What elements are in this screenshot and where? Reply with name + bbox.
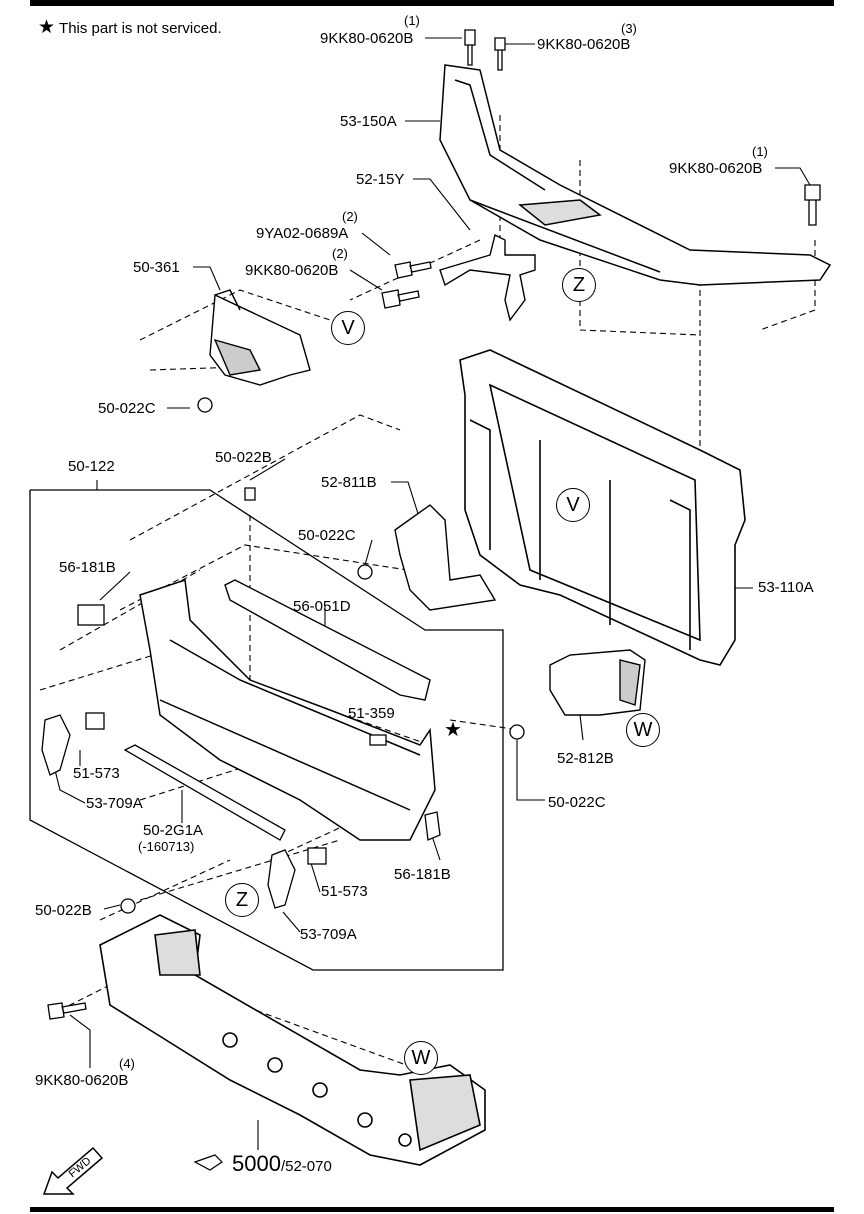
callout-w: W [404,1041,438,1075]
part-label[interactable]: 52-812B [557,750,614,767]
clip-56-181b-left [77,604,105,626]
pad-53-709a-right [267,849,296,909]
callout-z: Z [562,268,596,302]
fasteners [47,29,821,1020]
part-label[interactable]: 50-122 [68,458,115,475]
part-label[interactable]: 9KK80-0620B [320,30,414,47]
clip-56-181b-right [424,811,441,841]
bumper-absorber-50-122 [139,578,436,841]
part-label[interactable]: 52-811B [321,474,377,491]
part-label[interactable]: 53-709A [300,926,357,943]
air-guide-50-361 [209,289,311,386]
part-note: (-160713) [138,839,195,854]
part-label[interactable]: 50-022C [298,527,356,544]
part-label[interactable]: 53-150A [340,113,397,130]
pad-51-359 [369,734,387,746]
part-label[interactable]: 9YA02-0689A [256,225,349,242]
upper-radiator-support-53-150a [439,64,832,286]
part-label[interactable]: 9KK80-0620B [537,36,631,53]
kit-group-outline [29,489,504,971]
part-label[interactable]: 51-573 [321,883,368,900]
qty-top-3: (3) [621,21,637,36]
star-icon: ★ [38,17,56,38]
part-label[interactable]: 52-15Y [356,171,405,188]
note-text: This part is not serviced. [59,20,222,37]
top-border [30,0,834,6]
part-label[interactable]: 53-709A [86,795,143,812]
fwd-arrow-icon: FWD [42,1146,104,1195]
part-label[interactable]: 9KK80-0620B [35,1072,129,1089]
bracket-52-15y [439,233,536,322]
part-label[interactable]: 50-022B [215,449,272,466]
part-label[interactable]: 50-022B [35,902,92,919]
part-label[interactable]: 51-359 [348,705,395,722]
radiator-support-53-110a [459,349,746,666]
bumper-part-code[interactable]: 5000/52-070 [232,1151,332,1177]
qty-9ya-2: (2) [342,209,358,224]
air-guide-52-812b [549,649,646,716]
strip-50-2g1a [123,744,286,841]
qty-top-1: (1) [404,13,420,28]
block-51-573-right [307,847,327,865]
part-label[interactable]: 50-2G1A [143,822,204,839]
part-label[interactable]: 56-051D [293,598,351,615]
part-label[interactable]: 51-573 [73,765,120,782]
callout-w: W [626,713,660,747]
qty-bottom-4: (4) [119,1056,135,1071]
pad-53-709a-left [41,714,71,776]
part-label[interactable]: 9KK80-0620B [669,160,763,177]
callout-v: V [331,311,365,345]
star-icon: ★ [444,719,462,741]
part-label[interactable]: 56-181B [59,559,116,576]
not-serviced-note: ★This part is not serviced. [38,17,222,38]
callout-z: Z [225,883,259,917]
code-sub: 52-070 [285,1158,332,1175]
part-label[interactable]: 9KK80-0620B [245,262,339,279]
bottom-border [30,1207,834,1212]
code-main: 5000 [232,1151,281,1176]
absorber-56-051d [224,579,431,701]
block-51-573-left [85,712,105,730]
qty-mid-2: (2) [332,246,348,261]
part-label[interactable]: 56-181B [394,866,451,883]
part-label[interactable]: 50-022C [98,400,156,417]
part-label[interactable]: 50-022C [548,794,606,811]
code-separator: / [280,1158,286,1175]
part-label[interactable]: 53-110A [758,579,814,596]
clip-symbol-icon [193,1154,223,1171]
qty-right-1: (1) [752,144,768,159]
part-label[interactable]: 50-361 [133,259,180,276]
air-guide-52-811b [394,504,497,611]
callout-v: V [556,488,590,522]
bumper-reinforcement-5000 [99,914,486,1166]
